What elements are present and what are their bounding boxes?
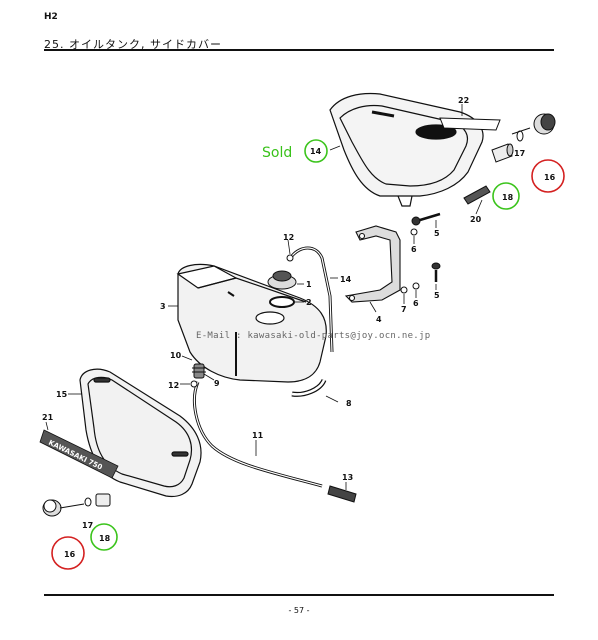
spacer-18-right bbox=[491, 143, 514, 163]
highlight-circle-16-right bbox=[531, 159, 565, 193]
side-cover-right bbox=[329, 92, 484, 207]
nut-7 bbox=[400, 286, 408, 294]
callout-6-lower: 6 bbox=[413, 299, 419, 308]
callout-16-left: 16 bbox=[64, 550, 76, 559]
watermark-email: E-Mail : kawasaki-old-parts@joy.ocn.ne.j… bbox=[196, 331, 431, 341]
model-code: H2 bbox=[44, 12, 58, 22]
side-cover-left bbox=[79, 368, 202, 498]
callout-17-right: 17 bbox=[514, 149, 525, 158]
callout-18-left: 18 bbox=[99, 534, 111, 543]
leader-lines bbox=[45, 145, 483, 490]
highlight-circle-16-left bbox=[51, 536, 85, 570]
fitting-10 bbox=[192, 363, 206, 379]
highlight-circle-18-left bbox=[90, 523, 118, 551]
callout-1: 1 bbox=[306, 280, 312, 289]
section-title: 25. オイルタンク, サイドカバー bbox=[44, 38, 222, 51]
callout-13: 13 bbox=[342, 473, 353, 482]
sold-label: Sold bbox=[262, 145, 292, 161]
washer-6-lower bbox=[412, 282, 420, 290]
oil-tank-3 bbox=[176, 263, 327, 383]
spring-13 bbox=[327, 485, 357, 503]
callout-12-top: 12 bbox=[283, 233, 294, 242]
bracket-4 bbox=[344, 225, 401, 303]
knob-16-left bbox=[42, 499, 85, 517]
callout-3: 3 bbox=[160, 302, 166, 311]
washer-6-top bbox=[410, 228, 418, 236]
callout-5-top: 5 bbox=[434, 229, 440, 238]
callout-17-left: 17 bbox=[82, 521, 93, 530]
grommet-20 bbox=[463, 185, 491, 205]
callout-5-lower: 5 bbox=[434, 291, 440, 300]
callout-20: 20 bbox=[470, 215, 482, 224]
callout-9: 9 bbox=[214, 379, 220, 388]
gasket-2 bbox=[269, 296, 295, 308]
spacer-18-left bbox=[95, 493, 111, 507]
tank-cap-1 bbox=[267, 270, 297, 290]
callout-21: 21 bbox=[42, 413, 54, 422]
clip-12-lower bbox=[190, 380, 198, 388]
bolt-5-lower bbox=[431, 262, 441, 282]
callout-7: 7 bbox=[401, 305, 407, 314]
callout-22: 22 bbox=[458, 96, 469, 105]
page-number: - 57 - bbox=[288, 606, 310, 615]
highlight-circle-18-right bbox=[492, 182, 520, 210]
washer-17-left bbox=[84, 497, 92, 507]
callout-14-sold: 14 bbox=[310, 147, 322, 156]
sold-circle bbox=[304, 139, 328, 163]
callout-16-right: 16 bbox=[544, 173, 556, 182]
callout-2: 2 bbox=[306, 298, 312, 307]
callout-6-top: 6 bbox=[411, 245, 417, 254]
callout-8: 8 bbox=[346, 399, 352, 408]
clip-12-top bbox=[286, 254, 294, 262]
callout-14: 14 bbox=[340, 275, 352, 284]
bolt-5-top bbox=[411, 212, 441, 226]
knob-16-right bbox=[511, 113, 556, 135]
callout-18-right: 18 bbox=[502, 193, 514, 202]
callout-12-lower: 12 bbox=[168, 381, 179, 390]
callout-15: 15 bbox=[56, 390, 68, 399]
callout-4: 4 bbox=[376, 315, 382, 324]
header-rule bbox=[44, 49, 554, 51]
footer-rule bbox=[44, 594, 554, 596]
plate-22 bbox=[439, 117, 501, 131]
callout-11: 11 bbox=[252, 431, 264, 440]
callout-10: 10 bbox=[170, 351, 182, 360]
